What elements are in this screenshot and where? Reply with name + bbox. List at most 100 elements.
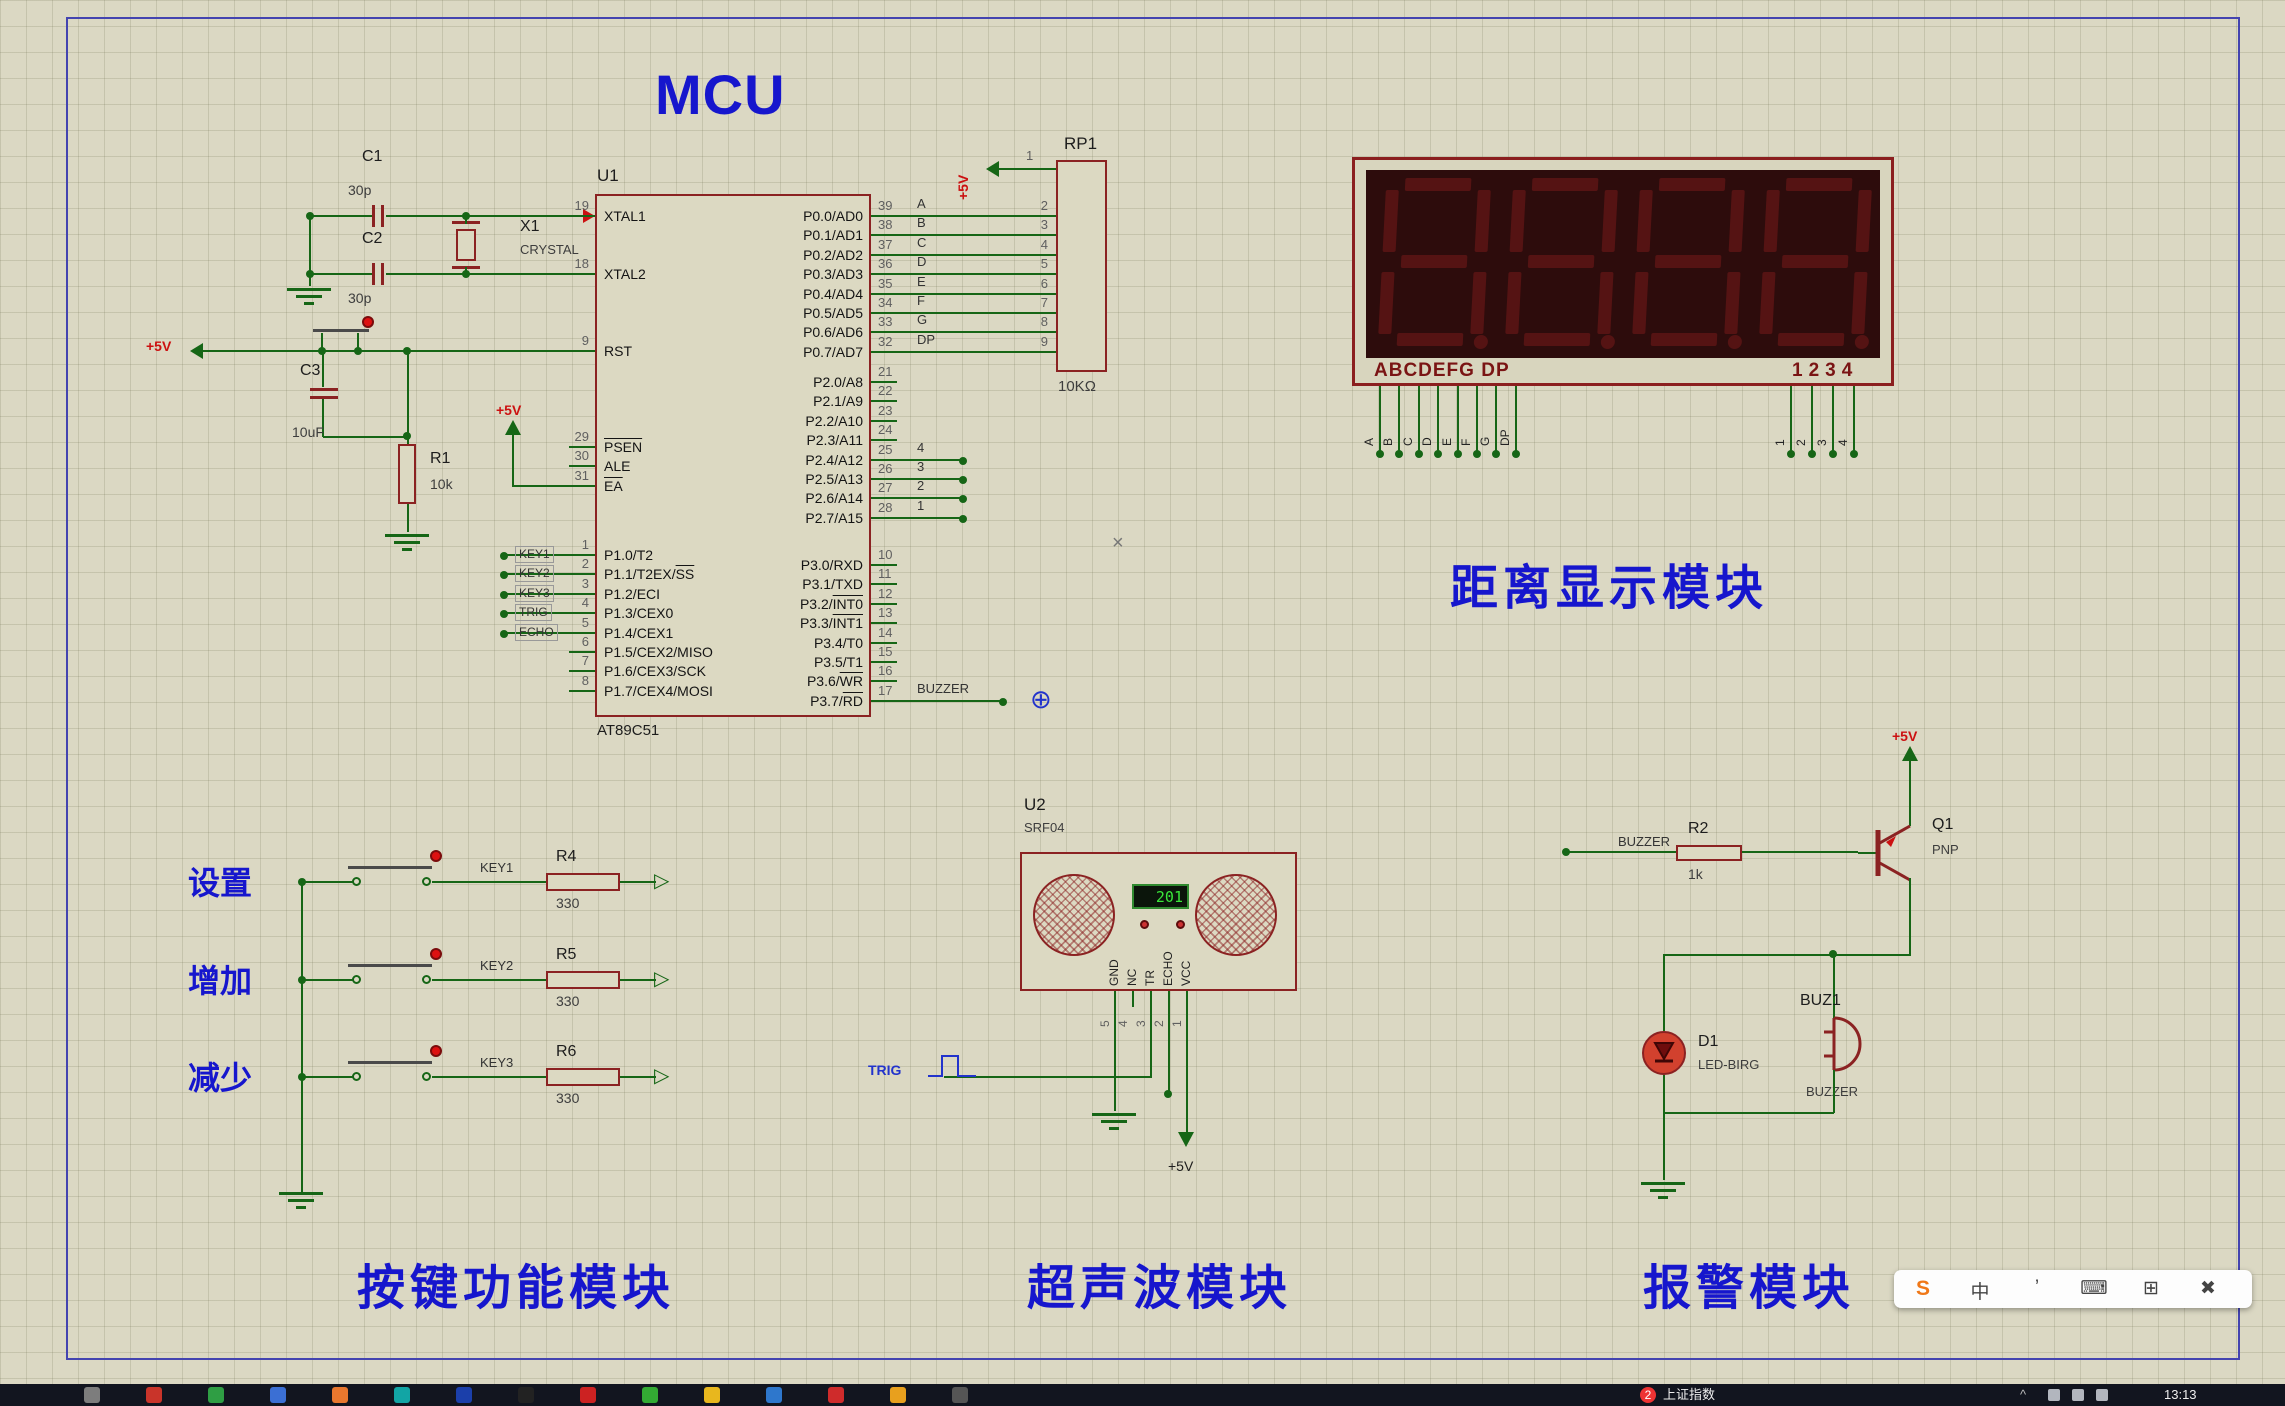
- app-icon-10[interactable]: [642, 1387, 658, 1403]
- net-label: ECHO: [515, 623, 558, 641]
- rp1-pin-number: 7: [1040, 295, 1048, 310]
- pin-number: 37: [878, 236, 893, 252]
- x1-ref: X1: [520, 218, 540, 235]
- pin-label: P2.2/A10: [805, 412, 863, 429]
- wire: [302, 978, 354, 981]
- ime-icon-3[interactable]: ’: [2034, 1277, 2040, 1298]
- button-toggle[interactable]: [430, 947, 442, 960]
- pin-number: 29: [574, 429, 589, 444]
- line: [1877, 860, 1911, 882]
- app-icon-6[interactable]: [394, 1387, 410, 1403]
- display-pin-label: 2: [1794, 439, 1808, 446]
- pin-wire: [569, 670, 595, 673]
- app-icon-14[interactable]: [890, 1387, 906, 1403]
- pin-number: 23: [878, 402, 893, 418]
- wire: [1742, 851, 1858, 853]
- button-toggle[interactable]: [430, 850, 442, 862]
- app-icon-5[interactable]: [332, 1387, 348, 1403]
- power-arrow-icon: [190, 343, 203, 359]
- ime-icon-1[interactable]: S: [1915, 1277, 1930, 1300]
- clock[interactable]: 13:13: [2164, 1387, 2197, 1402]
- net-label: DP: [917, 331, 936, 347]
- srf04-pin-label: TR: [1143, 970, 1157, 986]
- app-icon-1[interactable]: [84, 1387, 100, 1403]
- segment-d: [1396, 333, 1464, 346]
- reset-button[interactable]: [313, 329, 369, 332]
- ime-icon-6[interactable]: ✖: [2200, 1278, 2216, 1299]
- reset-button-toggle[interactable]: [362, 316, 374, 328]
- srf04-ref: U2: [1024, 795, 1046, 814]
- tray-network-icon[interactable]: [2048, 1389, 2060, 1401]
- pin-wire: [871, 602, 897, 605]
- app-icon-4[interactable]: [270, 1387, 286, 1403]
- r1-value: 10k: [430, 476, 453, 492]
- wire: [1833, 954, 1835, 1018]
- i: [1101, 1120, 1127, 1123]
- srf04-indicator-icon: [1140, 920, 1149, 929]
- app-icon-11[interactable]: [704, 1387, 720, 1403]
- q1-ref: Q1: [1932, 816, 1954, 833]
- pin-label: P2.7/A15: [805, 509, 863, 526]
- app-icon-15[interactable]: [952, 1387, 968, 1403]
- wire: [322, 351, 324, 387]
- app-icon-9[interactable]: [580, 1387, 596, 1403]
- pin-number: 12: [878, 585, 893, 601]
- pin-wire: [871, 439, 897, 442]
- pin-number: 9: [581, 333, 589, 348]
- segment-b: [1601, 190, 1618, 252]
- d1-value: LED-BIRG: [1698, 1057, 1760, 1072]
- mcu-ref: U1: [597, 166, 619, 185]
- i: [1092, 1113, 1136, 1116]
- wire: [1566, 851, 1676, 853]
- tray-volume-icon[interactable]: [2072, 1389, 2084, 1401]
- net-label: KEY3: [515, 584, 554, 602]
- r1-ref: R1: [430, 450, 451, 467]
- pin-label: P1.2/ECI: [604, 585, 661, 602]
- app-icon-7[interactable]: [456, 1387, 472, 1403]
- app-icon-13[interactable]: [828, 1387, 844, 1403]
- pin-number: 25: [878, 441, 893, 457]
- button-toggle[interactable]: [430, 1045, 442, 1057]
- app-icon-8[interactable]: [518, 1387, 534, 1403]
- ime-icon-2[interactable]: 中: [1970, 1282, 1990, 1303]
- tray-expand-caret[interactable]: ^: [2020, 1387, 2027, 1402]
- ground-symbol: [287, 288, 331, 309]
- push-button[interactable]: [348, 963, 432, 967]
- pin-label: P1.1/T2EX/SS: [604, 566, 695, 583]
- wire: [944, 1076, 1151, 1078]
- wire: [998, 168, 1056, 170]
- resistor-r1: [398, 444, 416, 504]
- pin-label: P3.1/TXD: [802, 576, 863, 593]
- wire: [386, 273, 595, 275]
- push-button[interactable]: [348, 866, 432, 869]
- app-icon-2[interactable]: [146, 1387, 162, 1403]
- ticker-badge[interactable]: 2: [1640, 1387, 1656, 1403]
- pin-number: 31: [574, 467, 589, 483]
- tray-ime-icon[interactable]: [2096, 1389, 2108, 1401]
- app-icon-12[interactable]: [766, 1387, 782, 1403]
- net-label: TRIG: [515, 604, 552, 622]
- pin-label: P3.3/INT1: [799, 615, 863, 632]
- segment-c: [1597, 272, 1614, 334]
- wire: [322, 399, 324, 437]
- pin-number: 7: [581, 653, 589, 669]
- ime-icon-5[interactable]: ⊞: [2143, 1278, 2159, 1299]
- wire: [1833, 1070, 1835, 1113]
- pin-wire: [871, 215, 1056, 217]
- wire: [309, 273, 372, 275]
- pin-number: 36: [878, 256, 893, 272]
- segment-e: [1378, 272, 1395, 334]
- output-terminal-icon: ▷: [654, 870, 670, 892]
- sheet-border: [66, 17, 2240, 1360]
- junction-dot: [1829, 450, 1837, 458]
- segment-d: [1777, 333, 1845, 346]
- stock-ticker[interactable]: 上证指数: [1663, 1387, 1716, 1402]
- segment-dp: [1727, 335, 1743, 349]
- push-button[interactable]: [348, 1061, 432, 1064]
- app-icon-3[interactable]: [208, 1387, 224, 1403]
- srf04-pin-label: VCC: [1179, 960, 1193, 986]
- ime-icon-4[interactable]: ⌨: [2080, 1278, 2108, 1299]
- net-label: C: [917, 234, 927, 250]
- segment-d: [1650, 333, 1718, 346]
- wire: [1186, 991, 1188, 1132]
